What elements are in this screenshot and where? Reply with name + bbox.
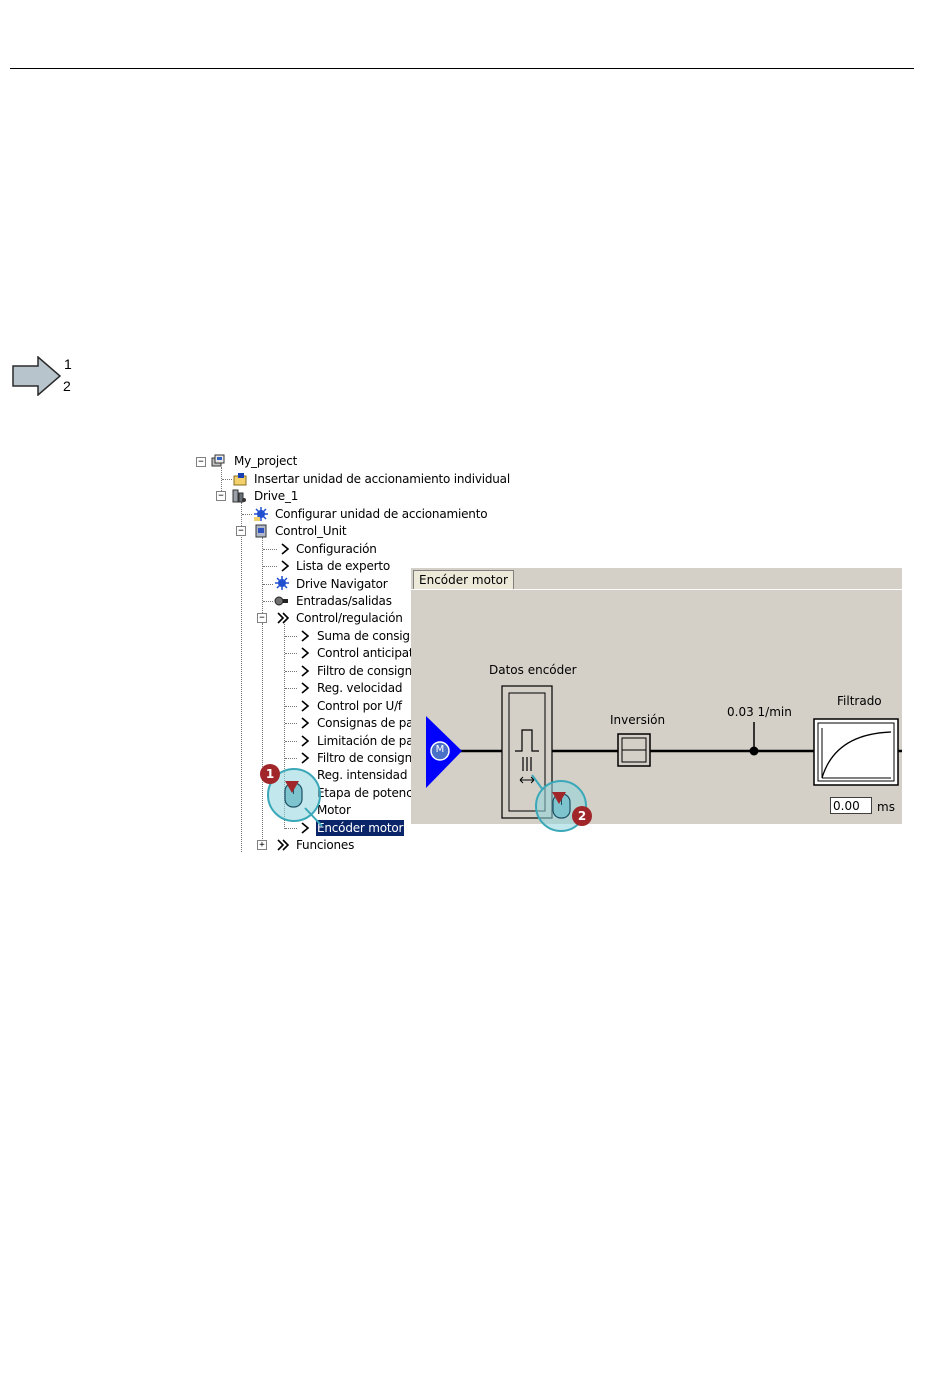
tree-item-control-uf[interactable]: Control por U/f bbox=[317, 699, 402, 713]
project-icon bbox=[211, 454, 225, 467]
drive-icon bbox=[232, 489, 246, 503]
tree-item-control-anticipativo[interactable]: Control anticipativ bbox=[317, 646, 424, 660]
filtrado-label: Filtrado bbox=[837, 694, 882, 708]
tab-encoder-motor[interactable]: Encóder motor bbox=[413, 570, 514, 590]
double-chevron-icon bbox=[277, 612, 290, 624]
filter-unit-label: ms bbox=[877, 800, 895, 814]
chevron-right-icon bbox=[301, 822, 310, 834]
encoder-diagram bbox=[260, 685, 902, 832]
chevron-right-icon bbox=[301, 735, 310, 747]
tree-item-control-regulacion[interactable]: Control/regulación bbox=[296, 611, 403, 625]
chevron-right-icon bbox=[301, 700, 310, 712]
chevron-right-icon bbox=[301, 647, 310, 659]
step-arrow-icon bbox=[12, 356, 62, 396]
speed-readout: 0.03 1/min bbox=[727, 705, 792, 719]
tree-item-project[interactable]: My_project bbox=[234, 454, 298, 468]
folder-insert-icon bbox=[233, 473, 247, 486]
collapse-drive-icon[interactable]: − bbox=[216, 491, 226, 501]
chevron-right-icon bbox=[281, 543, 290, 555]
tree-item-etapa-potencia[interactable]: Etapa de potencia bbox=[317, 786, 423, 800]
tree-item-configure-drive[interactable]: Configurar unidad de accionamiento bbox=[275, 507, 488, 521]
tree-item-motor[interactable]: Motor bbox=[317, 803, 351, 817]
tree-item-consignas-par[interactable]: Consignas de par bbox=[317, 716, 419, 730]
collapse-control-regulacion-icon[interactable]: − bbox=[257, 613, 267, 623]
callout-1-badge bbox=[260, 764, 280, 784]
inversion-label: Inversión bbox=[610, 713, 666, 727]
callout-2-badge bbox=[572, 806, 592, 826]
navigator-icon bbox=[275, 576, 289, 590]
chevron-right-icon bbox=[301, 682, 310, 694]
tree-item-lista-experto[interactable]: Lista de experto bbox=[296, 559, 391, 573]
filter-box bbox=[813, 718, 899, 786]
chevron-right-icon bbox=[301, 717, 310, 729]
motor-symbol: M bbox=[435, 744, 445, 755]
configure-icon bbox=[254, 507, 268, 521]
tree-item-entradas-salidas[interactable]: Entradas/salidas bbox=[296, 594, 392, 608]
tree-item-encoder-motor[interactable]: Encóder motor bbox=[316, 820, 405, 836]
chevron-right-icon bbox=[281, 560, 290, 572]
control-unit-icon bbox=[255, 524, 267, 538]
step-number-2: 2 bbox=[63, 378, 71, 394]
tree-item-filtro-consigna[interactable]: Filtro de consigna bbox=[317, 664, 420, 678]
tree-item-suma-consigna[interactable]: Suma de consigna bbox=[317, 629, 425, 643]
tree-item-funciones[interactable]: Funciones bbox=[296, 838, 355, 852]
step-number-1: 1 bbox=[64, 356, 72, 372]
tree-item-reg-velocidad[interactable]: Reg. velocidad bbox=[317, 681, 403, 695]
tree-item-limitacion-par[interactable]: Limitación de par bbox=[317, 734, 419, 748]
chevron-right-icon bbox=[301, 630, 310, 642]
io-plug-icon bbox=[274, 596, 288, 606]
filter-time-input[interactable]: 0.00 bbox=[830, 797, 872, 814]
double-chevron-icon bbox=[277, 839, 290, 851]
tree-item-insert-drive[interactable]: Insertar unidad de accionamiento individ… bbox=[254, 472, 510, 486]
chevron-right-icon bbox=[301, 665, 310, 677]
tree-item-drive-navigator[interactable]: Drive Navigator bbox=[296, 577, 388, 591]
callout-2-number: 2 bbox=[577, 809, 587, 823]
tree-item-configuracion[interactable]: Configuración bbox=[296, 542, 377, 556]
tree-item-reg-intensidad[interactable]: Reg. intensidad bbox=[317, 768, 408, 782]
tree-item-drive[interactable]: Drive_1 bbox=[254, 489, 299, 503]
header-rule bbox=[10, 68, 914, 69]
collapse-control-unit-icon[interactable]: − bbox=[236, 526, 246, 536]
callout-1-number: 1 bbox=[265, 767, 275, 781]
project-tree: − − − − + My_pr bbox=[196, 454, 510, 852]
datos-encoder-label: Datos encóder bbox=[489, 663, 577, 677]
expand-funciones-icon[interactable]: + bbox=[257, 840, 267, 850]
chevron-right-icon bbox=[301, 752, 310, 764]
tree-item-filtro-consigna-2[interactable]: Filtro de consigna bbox=[317, 751, 420, 765]
collapse-project-icon[interactable]: − bbox=[196, 457, 206, 467]
tree-item-control-unit[interactable]: Control_Unit bbox=[275, 524, 347, 538]
